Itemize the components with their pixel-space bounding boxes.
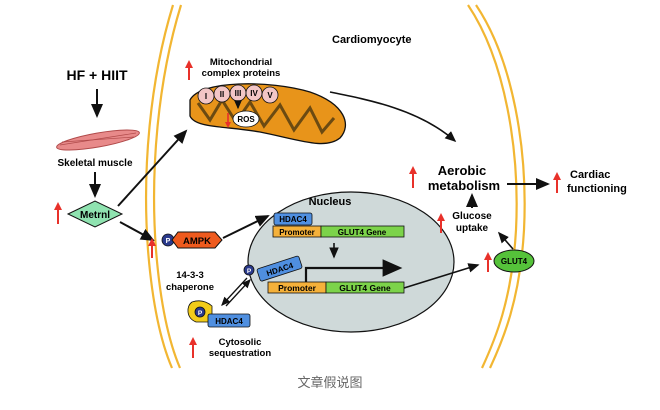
skeletal-muscle-label: Skeletal muscle — [57, 158, 132, 169]
hdac4-bound-label: HDAC4 — [279, 215, 307, 224]
metrnl-shape — [66, 200, 124, 228]
glut4-shape — [493, 249, 535, 273]
arrow-ampk-to-hdac4 — [222, 215, 270, 239]
gene-top-box — [320, 225, 405, 238]
cell-label: Cardiomyocyte — [332, 34, 411, 46]
chaperone-phospho-label: P — [198, 310, 203, 317]
up-arrow-cytosolic — [189, 337, 197, 358]
complex-5: V — [267, 91, 273, 100]
cytosolic-line1: Cytosolic — [219, 337, 262, 348]
mito-label-line1: Mitochondrial — [210, 57, 272, 68]
ros-label: ROS — [237, 115, 255, 124]
skeletal-muscle-icon — [56, 129, 140, 151]
arrow-gene-to-glut4 — [403, 263, 480, 289]
cell-membrane-left — [145, 4, 183, 369]
down-arrow-ros — [225, 113, 231, 128]
cell-membrane-right — [467, 4, 526, 369]
nucleus-label: Nucleus — [309, 196, 352, 208]
gene-bottom-label: GLUT4 Gene — [339, 283, 391, 293]
cytosolic-line2: sequestration — [209, 348, 271, 359]
up-arrow-glucose — [437, 213, 445, 233]
promoter-bottom-label: Promoter — [278, 283, 316, 293]
mito-label-line2: complex proteins — [202, 68, 281, 79]
arrow-hdac4-export — [221, 277, 248, 306]
hdac4-bound-box — [273, 212, 313, 226]
ampk-label: AMPK — [183, 236, 211, 247]
arrow-metrnl-to-ampk — [119, 221, 155, 241]
transcription-arrow — [304, 259, 403, 288]
arrow-metrnl-to-mito — [117, 129, 188, 207]
up-arrow-cardiac — [553, 172, 561, 193]
chaperone-line1: 14-3-3 — [176, 270, 203, 281]
cardiac-line1: Cardiac — [570, 169, 610, 181]
up-arrow-mito — [185, 60, 193, 80]
chaperone-phospho — [194, 306, 206, 318]
figure-caption: 文章假说图 — [297, 376, 363, 391]
arrow-glut4-to-uptake — [497, 231, 514, 250]
hdac4-export-phospho-label: P — [247, 268, 252, 275]
arrow-hdac4-return — [225, 279, 251, 307]
glucose-uptake-line1: Glucose — [452, 211, 492, 222]
up-arrow-ampk — [148, 238, 156, 258]
ampk-shape — [171, 231, 223, 249]
input-label: HF + HIIT — [66, 67, 128, 83]
promoter-top-label: Promoter — [279, 228, 315, 237]
metrnl-label: Metrnl — [80, 210, 110, 221]
complex-1: I — [205, 92, 207, 101]
complex-4: IV — [250, 89, 258, 98]
ros-bubble — [232, 110, 260, 128]
up-arrow-metrnl — [54, 202, 62, 224]
aerobic-line1: Aerobic — [438, 163, 486, 178]
complex-chain: I II III IV V — [197, 84, 279, 105]
aerobic-line2: metabolism — [428, 178, 500, 193]
hdac4-export-phospho — [243, 264, 255, 276]
ampk-phospho-label: P — [166, 238, 171, 245]
complex-2: II — [220, 90, 224, 99]
hdac4-cytosol-box — [207, 313, 251, 328]
arrow-mito-to-aerobic — [329, 91, 457, 143]
glucose-uptake-line2: uptake — [456, 223, 489, 234]
gene-top-label: GLUT4 Gene — [338, 228, 387, 237]
glut4-label: GLUT4 — [501, 257, 528, 266]
complex-3: III — [235, 89, 242, 98]
up-arrow-aerobic — [409, 166, 417, 188]
hdac4-cytosol-label: HDAC4 — [215, 317, 243, 326]
chaperone-line2: chaperone — [166, 282, 214, 293]
up-arrow-glut4 — [484, 252, 492, 272]
cardiac-line2: functioning — [567, 183, 627, 195]
